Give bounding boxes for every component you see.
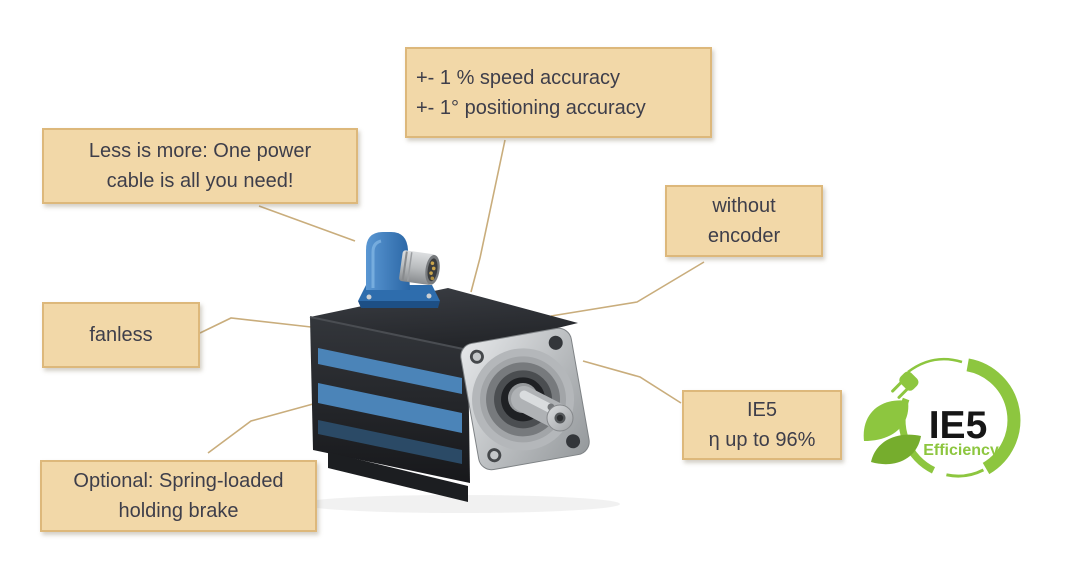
callout-line-efficiency (582, 360, 682, 404)
plug-cord (907, 357, 963, 373)
motor-shaft (508, 383, 574, 432)
callout-line-accuracy (470, 139, 506, 293)
callout-power-cable-line1: Less is more: One power (88, 140, 312, 162)
callout-without-encoder: without encoder (665, 185, 823, 257)
callout-fanless-line1: fanless (89, 324, 153, 346)
logo-subtitle: Efficiency (923, 442, 999, 459)
callout-holding-brake-line1: Optional: Spring-loaded (73, 470, 284, 492)
motor-foot (328, 452, 468, 502)
callout-ie5-efficiency: IE5 η up to 96% (682, 390, 842, 460)
callout-line-encoder (550, 261, 705, 317)
leaf-icon (863, 400, 921, 465)
motor-body (309, 288, 578, 502)
callout-ie5-efficiency-line2: η up to 96% (708, 429, 816, 451)
callout-line-power-cable (258, 205, 356, 242)
callout-line-fanless (199, 317, 312, 334)
motor-shadow (300, 495, 620, 513)
ie5-efficiency-logo: IE5 Efficiency (863, 357, 1021, 478)
motor-stripe (318, 383, 462, 433)
callout-without-encoder-line1: without (712, 195, 776, 217)
servo-motor-illustration (300, 232, 620, 513)
callout-accuracy: +- 1 % speed accuracy +- 1° positioning … (405, 47, 712, 138)
callout-holding-brake-line2: holding brake (118, 500, 239, 522)
callout-accuracy-line1: +- 1 % speed accuracy (416, 66, 620, 89)
callout-without-encoder-line2: encoder (707, 225, 781, 247)
logo-title: IE5 (929, 404, 988, 447)
callout-power-cable-line2: cable is all you need! (106, 170, 294, 192)
callout-holding-brake: Optional: Spring-loaded holding brake (40, 460, 317, 532)
callout-power-cable: Less is more: One power cable is all you… (42, 128, 358, 204)
motor-power-connector (358, 232, 440, 308)
callout-accuracy-line2: +- 1° positioning accuracy (416, 96, 646, 119)
motor-stripe (318, 420, 462, 464)
callout-fanless: fanless (42, 302, 200, 368)
connector-plug-barrel (399, 250, 440, 285)
motor-stripe (318, 348, 462, 394)
callout-line-brake (207, 403, 314, 454)
callout-ie5-efficiency-line1: IE5 (746, 399, 778, 421)
callout-lines (199, 139, 705, 454)
power-plug-icon (891, 371, 919, 399)
